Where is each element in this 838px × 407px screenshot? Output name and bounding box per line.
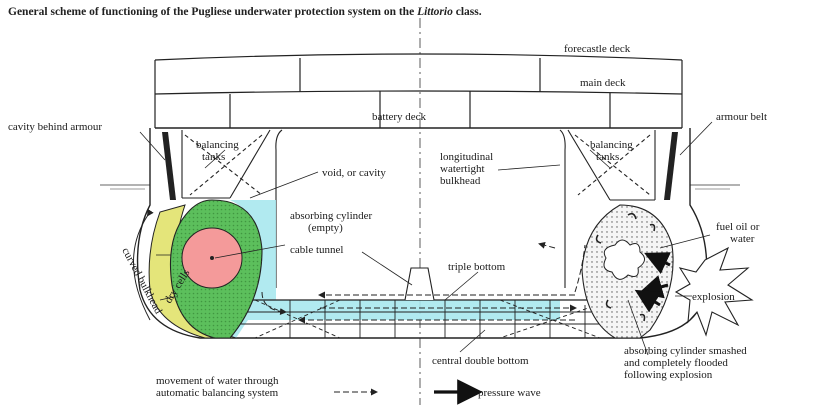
legend: movement of water through automatic bala… [156,375,541,405]
water-void [205,200,560,338]
label-triple-bottom: triple bottom [448,261,506,273]
label-absorbing-cylinder-1: absorbing cylinder [290,210,373,222]
label-central-double-bottom: central double bottom [432,355,529,367]
title-prefix: General scheme of functioning of the Pug… [8,6,418,18]
explosion-burst [674,246,754,337]
inner-structure [181,129,656,288]
cable-tunnel [404,267,435,301]
label-absorbing-cylinder-2: (empty) [308,222,343,234]
pressure-arrows [634,252,671,313]
label-balancing-right-2: tanks [596,151,619,163]
label-smashed-2: and completely flooded [624,357,728,369]
label-void-cavity: void, or cavity [322,167,386,179]
label-armour-belt: armour belt [716,111,767,123]
legend-water-1: movement of water through [156,375,279,387]
superstructure [154,53,683,129]
label-smashed-1: absorbing cylinder smashed [624,345,747,357]
leader-lines [139,121,713,356]
label-bulkhead-3: bulkhead [440,175,481,187]
legend-pressure: pressure wave [478,387,541,399]
legend-water-2: automatic balancing system [156,387,279,399]
title-class-name: Littorio [417,6,453,18]
label-balancing-left-2: tanks [202,151,225,163]
double-bottom-grid [236,299,640,339]
armour-belt-left [162,132,176,200]
label-cable-tunnel: cable tunnel [290,244,343,256]
label-fuel-oil-2: water [730,233,755,245]
curved-bulkhead-arrow [133,208,154,321]
label-smashed-3: following explosion [624,369,713,381]
diagram-title: General scheme of functioning of the Pug… [8,6,482,18]
label-balancing-right-1: balancing [590,139,633,151]
label-cavity-behind-armour: cavity behind armour [8,121,102,133]
label-battery-deck: battery deck [372,111,427,123]
flooded-core [603,239,645,280]
hooks-decoration [595,212,656,322]
label-fuel-oil-1: fuel oil or [716,221,760,233]
water-flow-arrows [261,241,586,324]
label-forecastle-deck: forecastle deck [564,43,631,55]
label-bulkhead-1: longitudinal [440,151,493,163]
label-explosion: explosion [692,291,735,303]
label-bulkhead-2: watertight [440,163,485,175]
label-balancing-left-1: balancing [196,139,239,151]
title-suffix: class. [452,6,482,18]
armour-belt-right [664,132,678,200]
label-main-deck: main deck [580,77,626,89]
